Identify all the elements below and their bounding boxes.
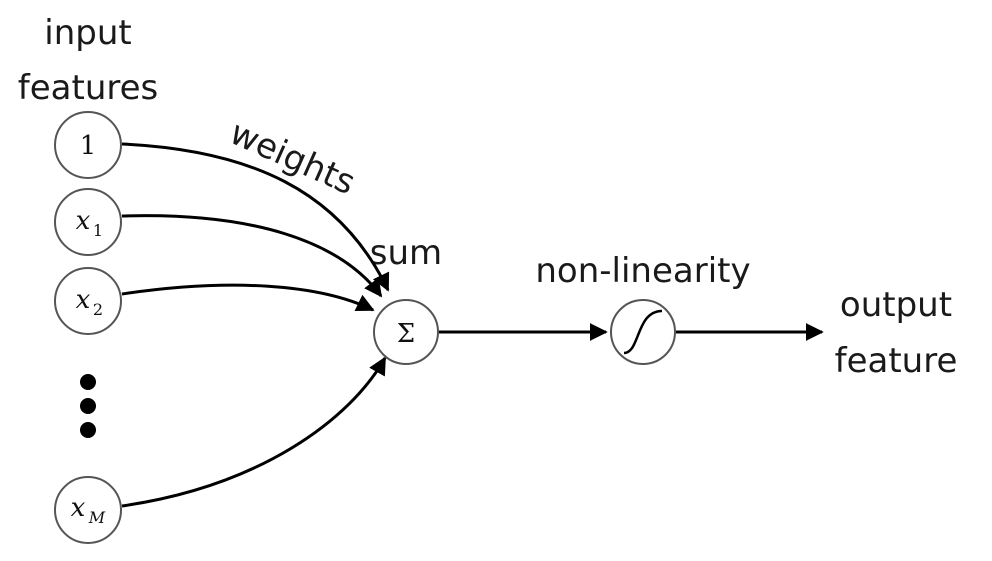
weights-label: weights [224,113,361,203]
x2-node: x 2 [54,267,122,335]
sum-node-symbol: Σ [397,319,415,349]
x1-node-subscript: 1 [93,221,103,240]
x1-node-base: x [76,206,91,236]
activation-node [610,299,676,365]
edge-xM-to-sum [121,356,387,508]
sum-label: sum [370,233,442,273]
x2-node-subscript: 2 [93,300,103,319]
xM-node: x M [54,476,122,544]
bias-node-label: 1 [80,131,97,161]
output-feature-label-line1: output [840,285,952,325]
output-feature-label-line2: feature [835,341,958,381]
edge-bias-to-sum [121,142,390,292]
sum-node: Σ [373,299,439,365]
sigmoid-curve-icon [623,309,663,355]
vertical-dots-icon [80,374,96,438]
xM-node-subscript: M [88,508,106,527]
input-features-label-line1: input [44,13,131,53]
edge-x1-to-sum [121,214,383,298]
edge-x2-to-sum [121,283,375,312]
xM-node-base: x [71,493,86,523]
nonlinearity-label: non-linearity [535,251,750,291]
x1-node: x 1 [54,188,122,256]
input-features-label-line2: features [18,68,158,108]
x2-node-base: x [76,285,91,315]
bias-node: 1 [54,111,122,179]
